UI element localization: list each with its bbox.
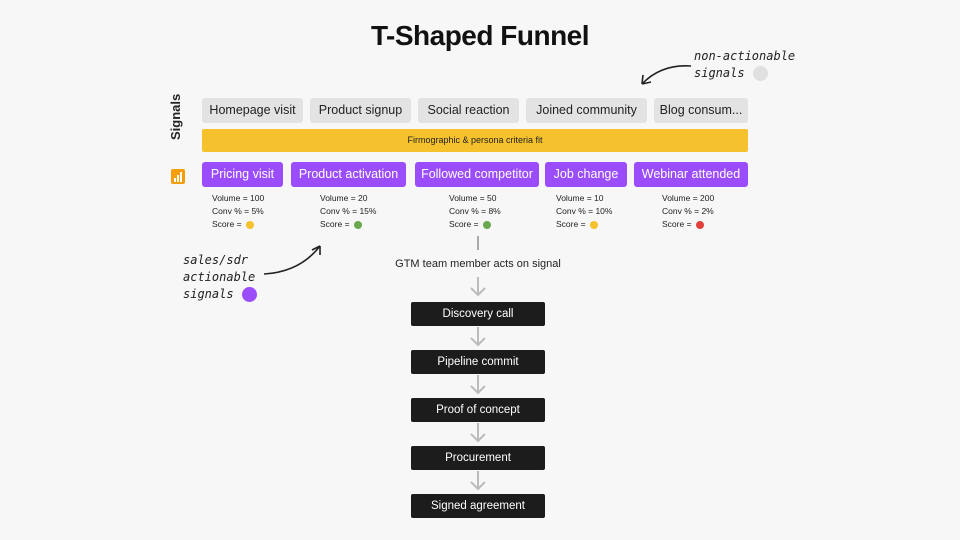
down-arrow-icon (470, 375, 486, 395)
signal-metrics: Volume = 50 Conv % = 8% Score = (449, 192, 501, 231)
signal-metrics: Volume = 100 Conv % = 5% Score = (212, 192, 264, 231)
down-arrow-icon (470, 423, 486, 443)
purple-legend-dot (241, 287, 257, 302)
score-dot (482, 220, 491, 229)
down-arrow-icon (470, 327, 486, 347)
curved-arrow-icon (641, 65, 692, 85)
funnel-step-signed-agreement: Signed agreement (411, 494, 545, 518)
score-text: Score = (320, 219, 350, 229)
signals-side-label: Signals (168, 93, 183, 140)
actionable-signal-chip: Followed competitor (415, 162, 539, 187)
gray-legend-dot (752, 66, 768, 81)
funnel-step-procurement: Procurement (411, 446, 545, 470)
actionable-signal-chip: Webinar attended (634, 162, 748, 187)
curved-arrow-icon (263, 245, 321, 275)
score-text: Score = (449, 219, 479, 229)
annotation-line: actionable (183, 270, 256, 284)
volume-text: Volume = 50 (449, 193, 497, 203)
non-actionable-annotation: non-actionable signals (694, 48, 795, 82)
signal-metrics: Volume = 20 Conv % = 15% Score = (320, 192, 376, 231)
conv-text: Conv % = 15% (320, 206, 377, 216)
down-arrow-icon (470, 277, 486, 297)
funnel-step-discovery-call: Discovery call (411, 302, 545, 326)
score-text: Score = (212, 219, 242, 229)
actionable-signal-chip: Product activation (291, 162, 406, 187)
funnel-step-pipeline-commit: Pipeline commit (411, 350, 545, 374)
score-text: Score = (556, 219, 586, 229)
funnel-step-proof-of-concept: Proof of concept (411, 398, 545, 422)
signal-chip: Blog consum... (654, 98, 748, 123)
gtm-action-text: GTM team member acts on signal (395, 258, 561, 270)
annotation-line: sales/sdr (183, 253, 249, 267)
down-arrow-icon (470, 471, 486, 491)
annotation-line: signals (183, 287, 234, 301)
score-text: Score = (662, 219, 692, 229)
signal-chip: Product signup (310, 98, 411, 123)
signal-chip: Homepage visit (202, 98, 303, 123)
score-dot (695, 220, 704, 229)
signal-metrics: Volume = 10 Conv % = 10% Score = (556, 192, 612, 231)
actionable-signal-chip: Job change (545, 162, 627, 187)
score-dot (353, 220, 362, 229)
volume-text: Volume = 100 (212, 193, 265, 203)
volume-text: Volume = 20 (320, 193, 368, 203)
actionable-signal-chip: Pricing visit (202, 162, 283, 187)
conv-text: Conv % = 5% (212, 206, 264, 216)
page-title: T-Shaped Funnel (370, 20, 590, 51)
conv-text: Conv % = 2% (662, 206, 714, 216)
volume-text: Volume = 10 (556, 193, 604, 203)
conv-text: Conv % = 8% (449, 206, 501, 216)
signal-metrics: Volume = 200 Conv % = 2% Score = (662, 192, 714, 231)
signal-chip: Social reaction (418, 98, 519, 123)
score-dot (589, 220, 598, 229)
annotation-line: signals (694, 66, 745, 80)
connector-line (477, 236, 479, 250)
signal-chip: Joined community (526, 98, 647, 123)
signals-bar-icon (171, 169, 185, 184)
annotation-line: non-actionable (694, 49, 796, 63)
volume-text: Volume = 200 (662, 193, 715, 203)
conv-text: Conv % = 10% (556, 206, 613, 216)
score-dot (245, 220, 254, 229)
criteria-fit-bar: Firmographic & persona criteria fit (202, 129, 748, 152)
actionable-annotation: sales/sdr actionable signals (183, 252, 257, 303)
